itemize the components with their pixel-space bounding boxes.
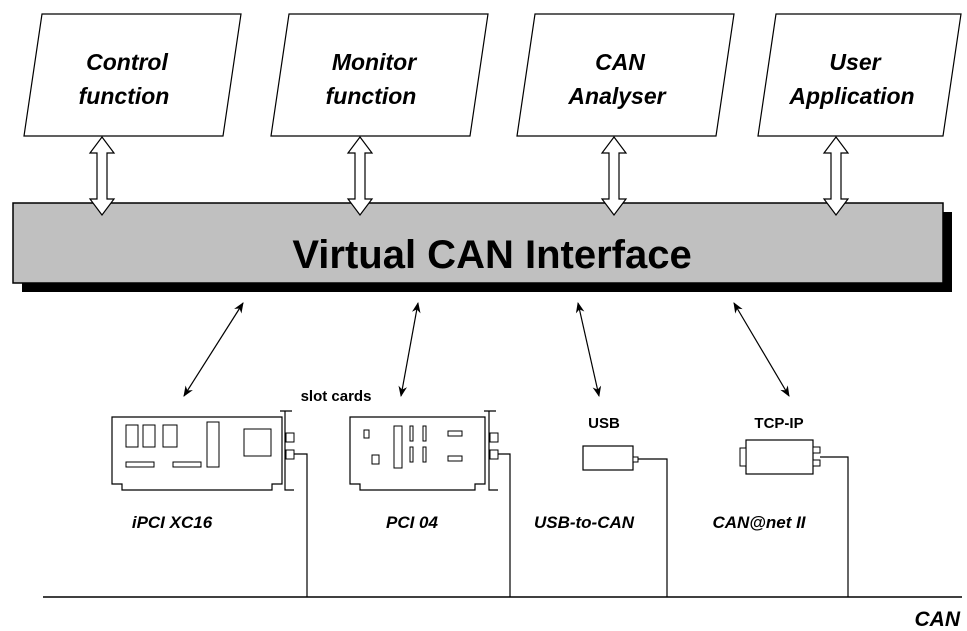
drop-line-ipci	[294, 453, 308, 597]
can-bus-label: CAN	[915, 608, 961, 631]
slot-cards-label: slot cards	[301, 388, 372, 405]
ipci-xc16-card	[111, 410, 295, 491]
drop-line-usb	[638, 458, 668, 597]
app-label-user-line1: User	[829, 49, 881, 75]
bus-drop-lines	[294, 453, 849, 597]
interface-bar	[12, 202, 944, 284]
interface-title: Virtual CAN Interface	[292, 233, 691, 277]
device-label-usb2can: USB-to-CAN	[534, 513, 635, 532]
double-arrow-control	[88, 136, 116, 216]
drop-line-tcpip	[820, 456, 849, 597]
app-label-user-line2: Application	[788, 83, 914, 109]
app-label-control-line2: function	[79, 83, 170, 109]
virtual-can-interface: Virtual CAN Interface	[12, 202, 952, 292]
device-label-pci04: PCI 04	[386, 513, 439, 532]
app-connector-arrows	[88, 136, 850, 216]
usb-to-can-device	[582, 445, 639, 471]
double-arrow-analyser	[600, 136, 628, 216]
app-label-analyser-line2: Analyser	[567, 83, 666, 109]
tcpip-label: TCP-IP	[754, 415, 803, 432]
device-label-ipci: iPCI XC16	[132, 513, 213, 532]
app-label-control-line1: Control	[86, 49, 168, 75]
device-label-canatnet: CAN@net II	[712, 513, 806, 532]
app-label-monitor-line1: Monitor	[332, 49, 417, 75]
app-box-monitor: Monitor function	[270, 13, 489, 137]
device-connector-arrows	[183, 301, 790, 398]
drop-line-pci04	[498, 453, 511, 597]
app-box-control: Control function	[23, 13, 242, 137]
double-arrow-pci04	[398, 301, 421, 398]
canatnet-ii-device	[739, 439, 821, 475]
app-box-user: User Application	[757, 13, 962, 137]
double-arrow-tcpip	[733, 302, 790, 397]
double-arrow-monitor	[346, 136, 374, 216]
usb-label: USB	[588, 415, 620, 432]
double-arrow-usb	[575, 301, 602, 398]
pci-04-card	[349, 410, 499, 491]
app-box-analyser: CAN Analyser	[516, 13, 735, 137]
app-label-monitor-line2: function	[326, 83, 417, 109]
double-arrow-ipci	[183, 302, 244, 397]
app-label-analyser-line1: CAN	[595, 49, 645, 75]
double-arrow-user	[822, 136, 850, 216]
